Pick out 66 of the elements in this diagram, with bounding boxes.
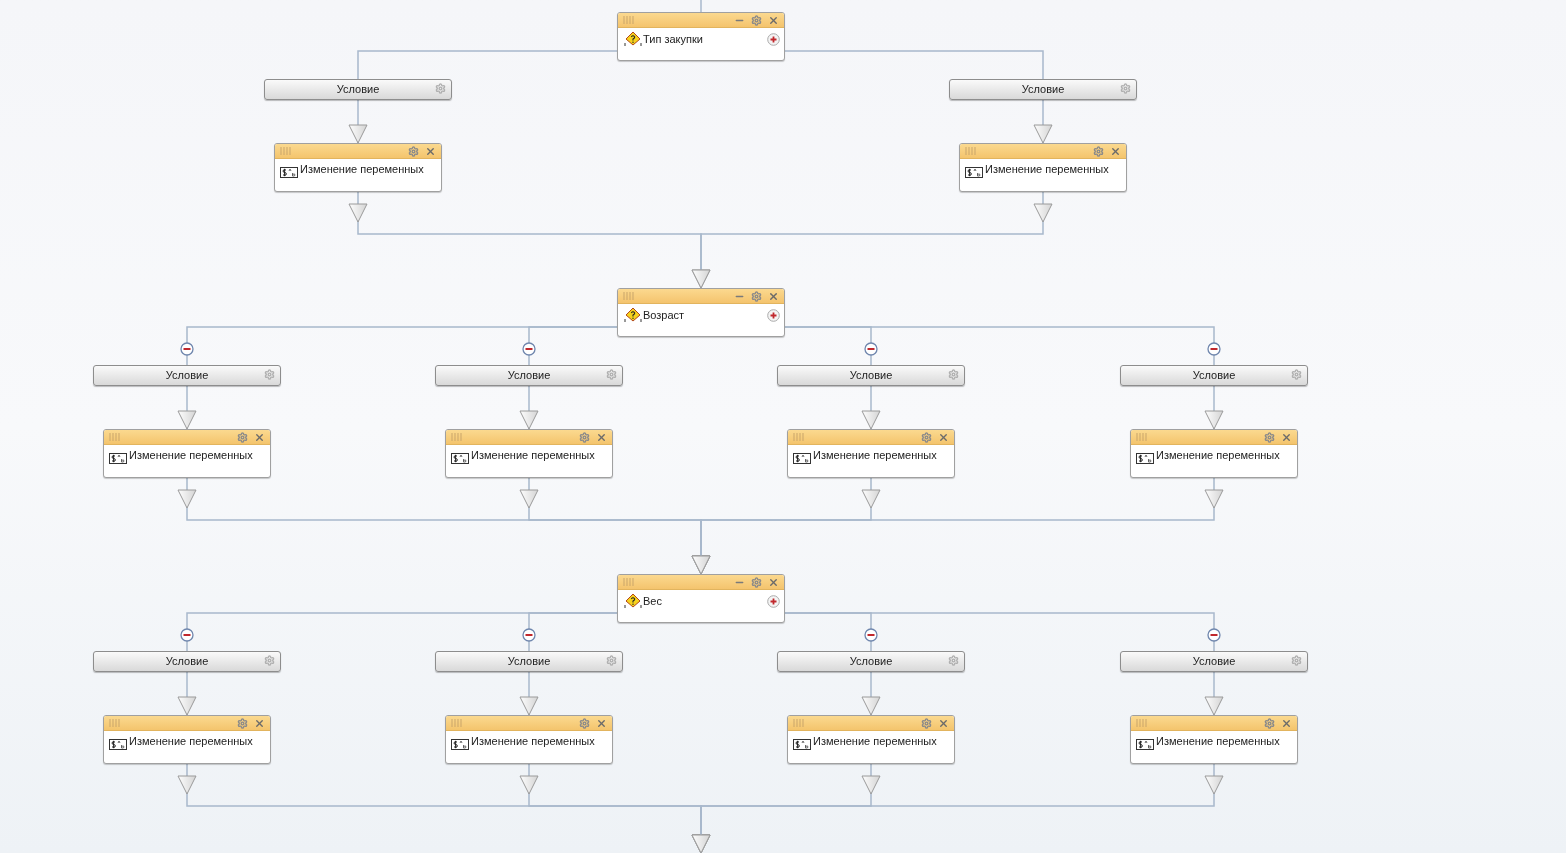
action-block <box>787 429 955 478</box>
connector <box>691 477 1224 575</box>
connector <box>177 671 197 716</box>
action-block <box>959 143 1127 192</box>
condition-box <box>435 365 623 386</box>
connector <box>861 671 881 716</box>
node-label: Условие <box>336 82 380 98</box>
node-label: Изменение переменных <box>129 734 253 749</box>
condition-box <box>264 79 452 100</box>
connector <box>1033 99 1053 144</box>
node-label: Условие <box>1192 654 1236 670</box>
node-label: Изменение переменных <box>813 448 937 463</box>
connector <box>357 50 618 80</box>
connector <box>1204 671 1224 716</box>
condition-box <box>1120 651 1308 672</box>
node-label: Вес <box>643 594 662 609</box>
node-label: Изменение переменных <box>300 162 424 177</box>
node-label: Изменение переменных <box>1156 448 1280 463</box>
action-block <box>445 429 613 478</box>
decision-block <box>617 12 785 61</box>
connector <box>348 99 368 144</box>
action-block <box>787 715 955 764</box>
decision-block <box>617 288 785 337</box>
node-label: Изменение переменных <box>129 448 253 463</box>
node-label: Изменение переменных <box>1156 734 1280 749</box>
node-label: Тип закупки <box>643 32 703 47</box>
connector <box>522 326 618 366</box>
condition-box <box>777 365 965 386</box>
node-label: Условие <box>849 368 893 384</box>
connector <box>691 763 1224 853</box>
node-label: Условие <box>165 368 209 384</box>
action-block <box>445 715 613 764</box>
node-label: Изменение переменных <box>985 162 1109 177</box>
connector <box>177 385 197 430</box>
condition-box <box>949 79 1137 100</box>
action-block <box>1130 429 1298 478</box>
node-label: Условие <box>165 654 209 670</box>
connector <box>784 326 1221 366</box>
decision-block <box>617 574 785 623</box>
connector <box>691 191 1053 289</box>
connector <box>861 385 881 430</box>
node-label: Изменение переменных <box>471 448 595 463</box>
node-label: Возраст <box>643 308 685 323</box>
action-block <box>1130 715 1298 764</box>
action-block <box>103 429 271 478</box>
node-label: Условие <box>1021 82 1065 98</box>
condition-box <box>93 651 281 672</box>
node-label: Условие <box>507 654 551 670</box>
condition-box <box>435 651 623 672</box>
condition-box <box>93 365 281 386</box>
action-block <box>274 143 442 192</box>
connector <box>784 612 1221 652</box>
condition-box <box>1120 365 1308 386</box>
node-label: Изменение переменных <box>813 734 937 749</box>
connector <box>522 612 618 652</box>
condition-box <box>777 651 965 672</box>
node-label: Изменение переменных <box>471 734 595 749</box>
connector <box>700 0 702 13</box>
node-label: Условие <box>849 654 893 670</box>
action-block <box>103 715 271 764</box>
connector <box>1204 385 1224 430</box>
connector <box>519 385 539 430</box>
node-label: Условие <box>1192 368 1236 384</box>
node-label: Условие <box>507 368 551 384</box>
connector <box>784 50 1044 80</box>
connector <box>519 671 539 716</box>
